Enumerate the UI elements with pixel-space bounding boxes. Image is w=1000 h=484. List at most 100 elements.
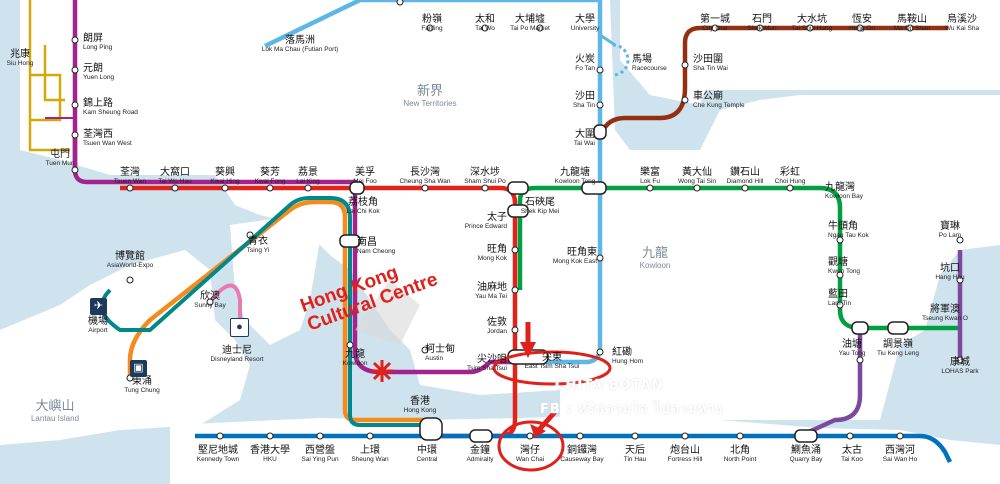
light-rail (28, 0, 70, 152)
hk-island-land (170, 415, 1000, 484)
cable-car-icon: ▣ (130, 360, 147, 377)
island-line (195, 433, 953, 464)
ma-on-shan-line (601, 25, 948, 132)
highlight-annotations (355, 280, 612, 472)
watermark-line2: FB : ทริปตามใจ ไปตามทาง (540, 402, 723, 417)
disneyland-line (208, 283, 242, 330)
plane-icon: ✈ (90, 298, 107, 315)
airport-express-line (100, 196, 430, 427)
tseung-kwan-o-line (799, 250, 963, 439)
west-rail-line (72, 0, 515, 375)
watermark-line1: CHITA BOTAN (555, 378, 664, 393)
mickey-icon: ● (230, 318, 249, 337)
tsing-yi-land (230, 215, 320, 345)
station-markers (71, 0, 964, 440)
